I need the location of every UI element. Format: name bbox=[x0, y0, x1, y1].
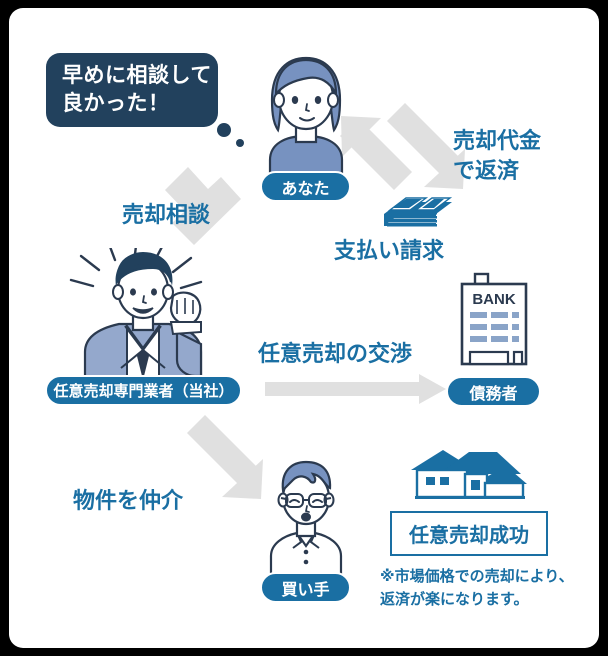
badge-agent: 任意売却専門業者（当社） bbox=[45, 375, 242, 406]
bank-building-icon: BANK bbox=[460, 272, 528, 366]
label-sale-consultation: 売却相談 bbox=[122, 202, 211, 227]
person-businessman-icon bbox=[69, 248, 203, 380]
person-buyer-icon bbox=[269, 460, 343, 580]
speech-bubble-dot-large bbox=[217, 123, 231, 137]
success-box-label: 任意売却成功 bbox=[409, 525, 529, 547]
speech-bubble-line-2: 良かった！ bbox=[62, 92, 170, 115]
speech-bubble-line-1: 早めに相談して bbox=[62, 64, 212, 87]
badge-debtor: 債務者 bbox=[446, 376, 541, 407]
house-icon bbox=[411, 450, 527, 499]
badge-buyer: 買い手 bbox=[260, 572, 351, 603]
label-repay-with-proceeds: 売却代金 で返済 bbox=[453, 126, 541, 186]
badge-you: あなた bbox=[260, 171, 351, 202]
label-repay-line-2: で返済 bbox=[453, 158, 520, 183]
success-note-line-1: ※市場価格での売却により、 bbox=[380, 568, 574, 585]
speech-bubble: 早めに相談して 良かった！ bbox=[46, 53, 218, 127]
infographic-card: 早めに相談して 良かった！ あなた 売却相談 bbox=[9, 8, 599, 648]
arrow-up-left-icon bbox=[340, 116, 412, 190]
label-repay-line-1: 売却代金 bbox=[453, 128, 542, 153]
label-payment-request: 支払い請求 bbox=[334, 238, 445, 263]
speech-bubble-dot-small bbox=[236, 139, 244, 147]
bank-sign-text: BANK bbox=[472, 291, 515, 308]
success-note: ※市場価格での売却により、 返済が楽になります。 bbox=[380, 565, 599, 611]
arrow-down-right-2-icon bbox=[187, 415, 263, 499]
success-box: 任意売却成功 bbox=[390, 511, 548, 556]
label-broker-property: 物件を仲介 bbox=[73, 488, 184, 513]
money-stack-icon bbox=[384, 197, 453, 227]
success-note-line-2: 返済が楽になります。 bbox=[380, 591, 529, 608]
arrow-right-icon bbox=[265, 374, 446, 404]
label-negotiation: 任意売却の交渉 bbox=[258, 341, 413, 366]
